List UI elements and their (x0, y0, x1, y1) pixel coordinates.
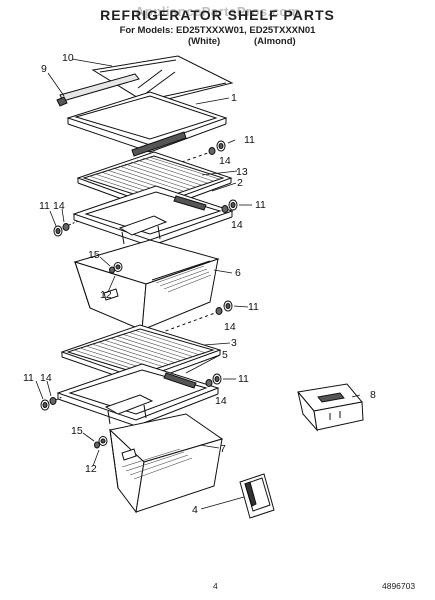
callout-11c: 11 (255, 199, 266, 211)
callout-labels: 10 9 1 11 14 13 2 11 14 11 14 15 6 12 11… (23, 52, 376, 516)
bearing-pair-2 (53, 220, 79, 237)
callout-15a: 15 (88, 249, 100, 261)
callout-14b: 14 (53, 200, 65, 212)
callout-5: 5 (222, 349, 228, 361)
door-bin (297, 383, 364, 432)
callout-11a: 11 (244, 134, 255, 146)
callout-11e: 11 (23, 372, 34, 384)
shelf-trim (56, 73, 140, 107)
grid-shelf-lower (60, 324, 222, 385)
grid-shelf-top (76, 151, 233, 212)
bearing-pair-4 (159, 300, 233, 334)
bearing-pair-5 (40, 396, 63, 411)
page-number: 4 (213, 581, 218, 591)
shelf-frame (66, 91, 228, 157)
callout-9: 9 (41, 63, 47, 75)
glass-shelf-top (91, 55, 234, 105)
bearing-pair-6 (205, 373, 222, 387)
callout-4: 4 (192, 504, 198, 516)
callout-14e: 14 (40, 372, 52, 384)
page-title: REFRIGERATOR SHELF PARTS (100, 7, 335, 23)
bearing-pair-1 (175, 140, 226, 165)
callout-3: 3 (231, 337, 237, 349)
bearing-pair-3 (221, 199, 238, 213)
callout-14c: 14 (231, 219, 243, 231)
crisper-drawer-upper (73, 239, 220, 331)
leader-lines (35, 58, 361, 510)
document-number: 4896703 (382, 581, 416, 591)
callout-6: 6 (235, 267, 241, 279)
crisper-cover-lower (56, 363, 220, 427)
callout-14d: 14 (224, 321, 236, 333)
callout-12a: 12 (100, 289, 112, 301)
callout-2: 2 (237, 177, 243, 189)
callout-11f: 11 (238, 373, 249, 385)
callout-10: 10 (62, 52, 74, 64)
humidity-slide (239, 473, 275, 519)
callout-8: 8 (370, 389, 376, 401)
crisper-drawer-lower (94, 413, 224, 514)
color-white-label: (White) (188, 36, 221, 47)
crisper-cover-upper (72, 185, 234, 247)
callout-12b: 12 (85, 463, 97, 475)
models-line: For Models: ED25TXXXW01, ED25TXXXN01 (119, 25, 316, 36)
callout-14f: 14 (215, 395, 227, 407)
callout-11d: 11 (248, 301, 259, 313)
callout-14a: 14 (219, 155, 231, 167)
callout-1: 1 (231, 92, 237, 104)
watermark: AppliancePartsPros.com (135, 4, 300, 19)
callout-11b: 11 (39, 200, 50, 212)
color-almond-label: (Almond) (254, 36, 296, 47)
callout-15b: 15 (71, 425, 83, 437)
callout-7: 7 (220, 443, 226, 455)
callout-13: 13 (236, 166, 248, 178)
